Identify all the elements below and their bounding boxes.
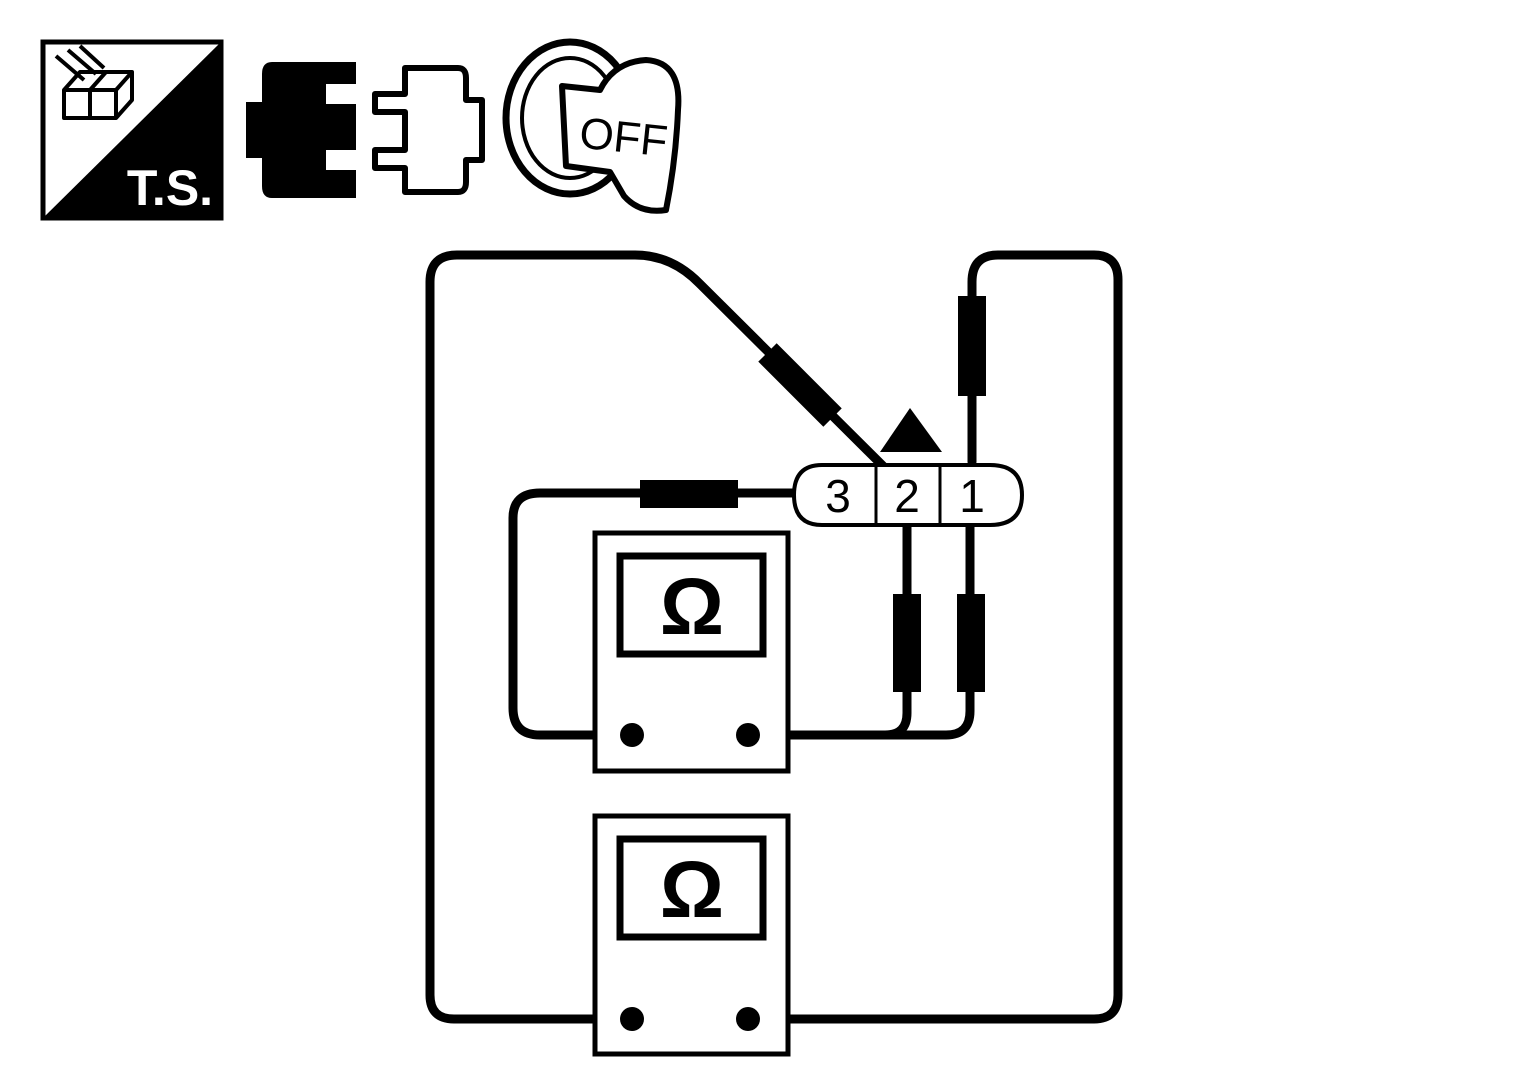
meter-terminal-lower-left <box>620 1007 644 1031</box>
ohm-symbol-lower: Ω <box>660 845 724 934</box>
probe-sleeve-diagonal <box>758 343 842 427</box>
ohm-symbol-upper: Ω <box>660 562 724 651</box>
lead-upper-meter-to-pin-1 <box>880 520 975 740</box>
ohmmeter-upper: Ω <box>592 530 791 774</box>
pin-2-label: 2 <box>894 470 920 522</box>
lead-lower-meter-to-pin-2 <box>425 250 888 1024</box>
probe-sleeve-pin-1 <box>957 594 985 692</box>
connector-disconnect-icon <box>246 62 485 198</box>
probe-sleeves <box>640 296 986 692</box>
lead-lower-meter-to-pin-1 <box>743 250 1123 1024</box>
probe-sleeve-pin-3 <box>640 480 738 508</box>
lead-upper-meter-to-pin-3 <box>508 488 805 740</box>
pin-1-label: 1 <box>959 470 985 522</box>
connector-key-mark <box>880 408 942 452</box>
probe-sleeve-top-right <box>958 296 986 396</box>
ohmmeter-lower: Ω <box>592 813 791 1057</box>
meter-terminal-upper-right <box>736 723 760 747</box>
ignition-off-icon: OFF <box>502 38 682 214</box>
tester-ts-icon: T.S. <box>40 39 224 221</box>
pin-3-label: 3 <box>825 470 851 522</box>
meter-terminal-upper-left <box>620 723 644 747</box>
ignition-off-text: OFF <box>577 109 670 167</box>
probe-sleeve-pin-2 <box>893 594 921 692</box>
harness-connector: 3 2 1 <box>791 408 1025 527</box>
meter-terminal-lower-right <box>736 1007 760 1031</box>
test-leads <box>425 250 1123 1024</box>
ts-badge-text: T.S. <box>127 160 213 216</box>
